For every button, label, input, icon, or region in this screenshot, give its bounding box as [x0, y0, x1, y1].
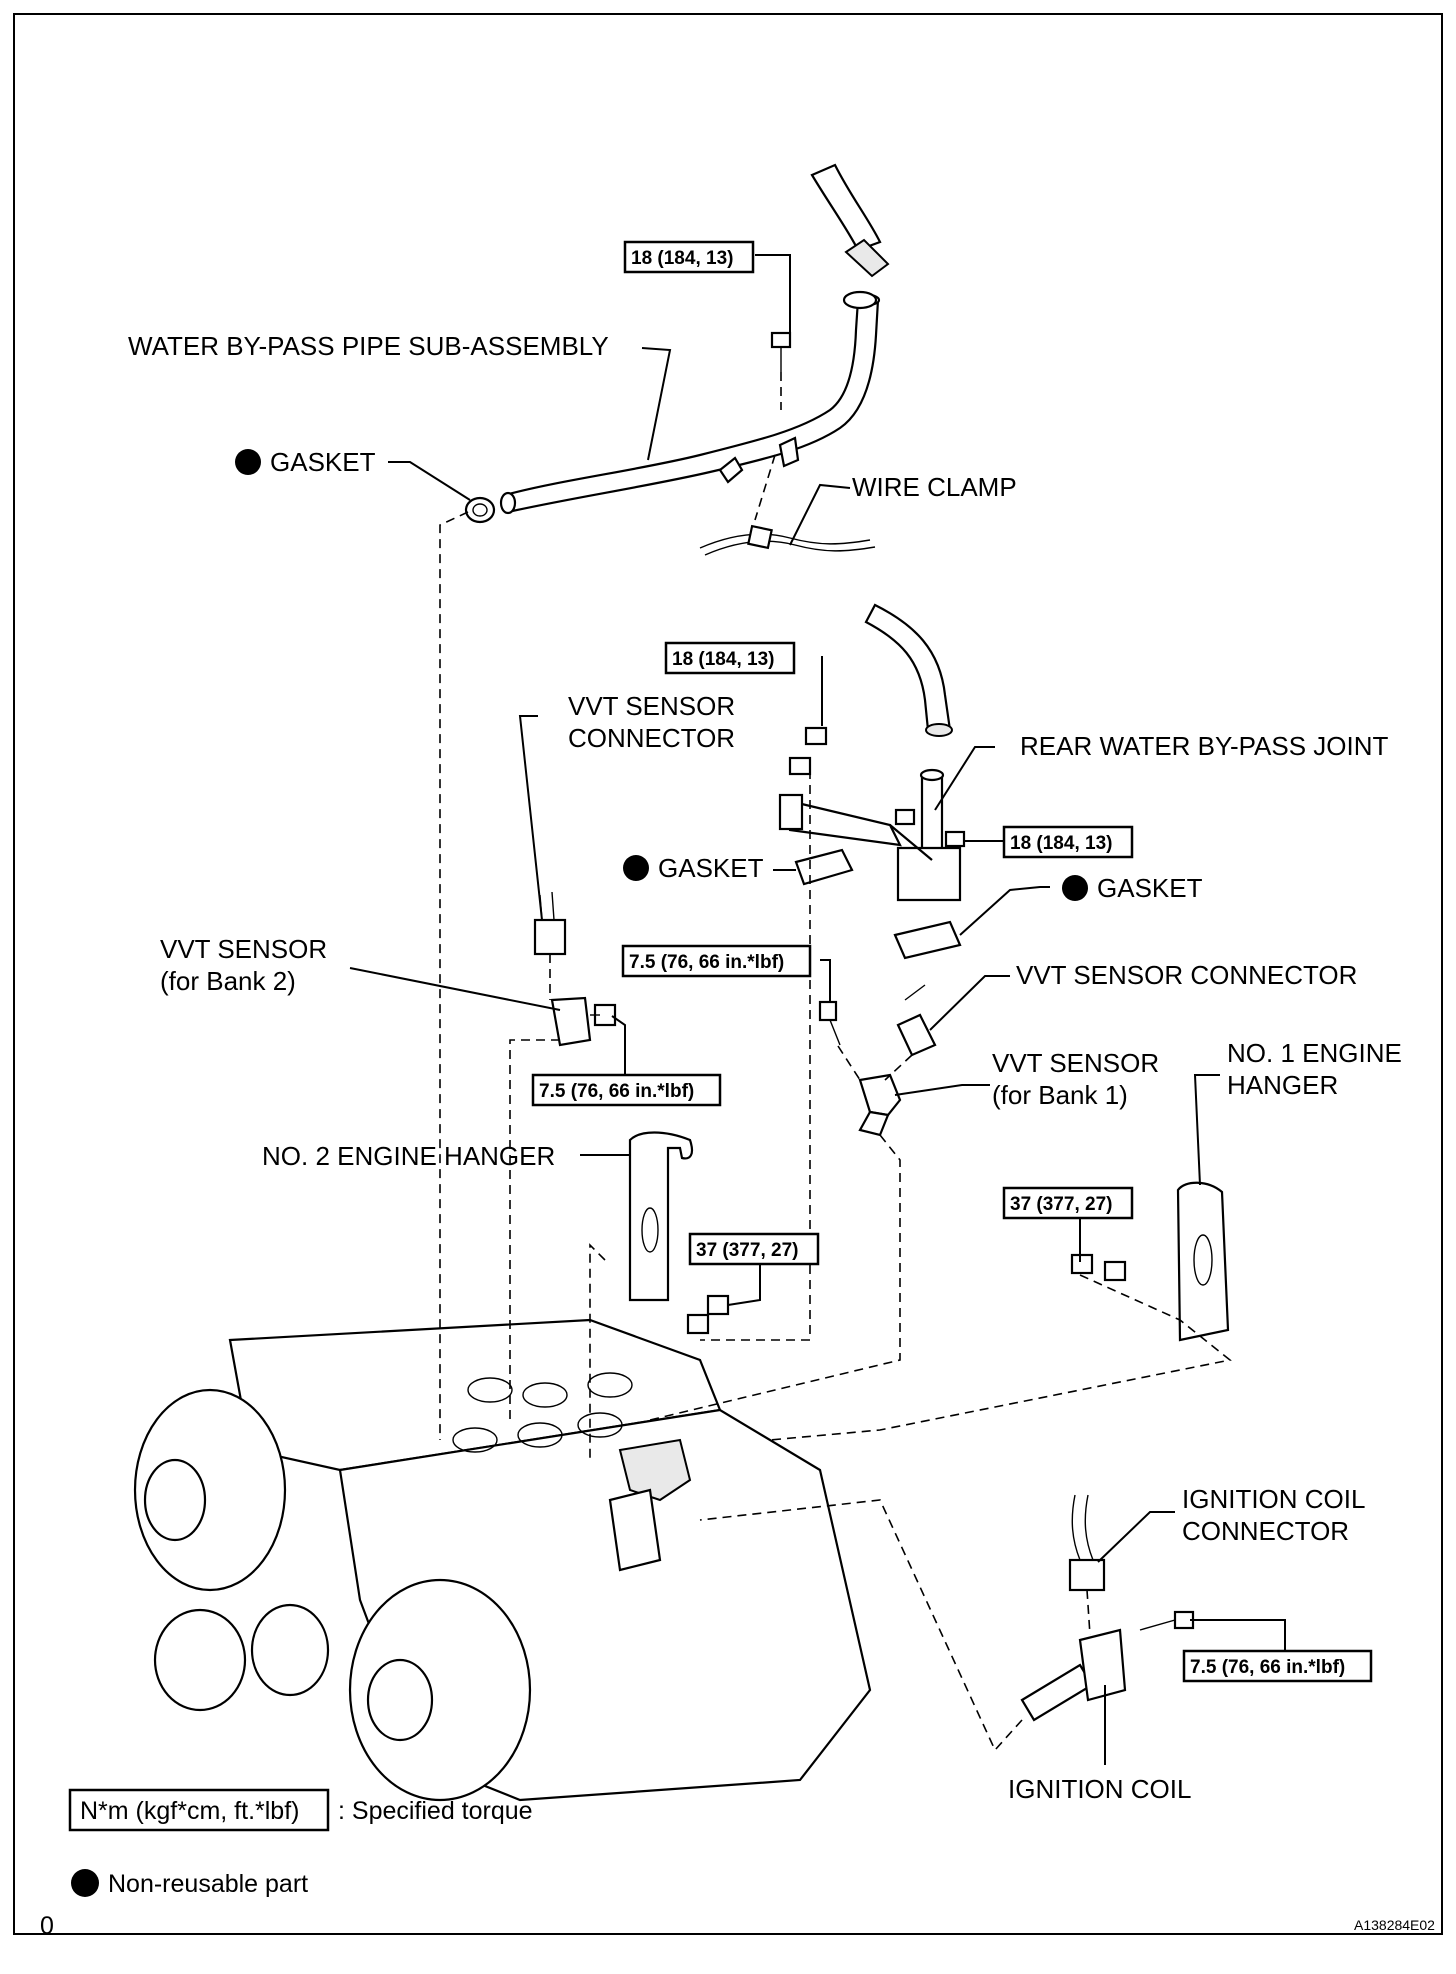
leader-lines	[349, 254, 1286, 1765]
torque-value: 7.5 (76, 66 in.*lbf)	[629, 952, 784, 973]
torque-value: 7.5 (76, 66 in.*lbf)	[539, 1081, 694, 1102]
label-ignition-coil: IGNITION COIL	[1008, 1774, 1191, 1804]
gasket-top	[464, 496, 496, 524]
gasket-mid-right	[893, 920, 962, 960]
label-ignition-coil-connector-2: CONNECTOR	[1182, 1516, 1349, 1546]
torque-box	[621, 944, 812, 978]
label-rear-water-bypass-joint: REAR WATER BY-PASS JOINT	[1020, 731, 1389, 761]
water-bypass-pipe-drawing	[499, 163, 890, 515]
label-vvt-connector-left-1: VVT SENSOR	[568, 691, 735, 721]
gasket-mid-left	[794, 848, 854, 886]
diagram-frame	[13, 13, 1443, 1935]
no1-hanger-bolts	[1070, 1253, 1127, 1282]
label-no2-hanger: NO. 2 ENGINE HANGER	[262, 1141, 555, 1171]
label-wire-clamp: WIRE CLAMP	[852, 472, 1017, 502]
ignition-coil-connector-drawing	[1068, 1494, 1106, 1592]
legend-nonreusable: Non-reusable part	[108, 1870, 308, 1898]
torque-box	[664, 641, 796, 675]
rear-joint-drawing	[778, 768, 962, 902]
torque-value: 18 (184, 13)	[672, 649, 774, 670]
ignition-coil-drawing	[1020, 1628, 1127, 1722]
torque-value: 18 (184, 13)	[1010, 833, 1112, 854]
no2-hanger-bolts	[686, 1294, 730, 1335]
bolt-top	[770, 331, 792, 372]
label-gasket-mid-left: GASKET	[658, 853, 764, 883]
label-vvt-connector-left-2: CONNECTOR	[568, 723, 735, 753]
figure-code: A138284E02	[1354, 1917, 1435, 1933]
legend: N*m (kgf*cm, ft.*lbf) : Specified torque…	[68, 1788, 533, 1898]
torque-value: 37 (377, 27)	[1010, 1194, 1112, 1215]
label-vvt-bank1-2: (for Bank 1)	[992, 1080, 1128, 1110]
label-water-bypass-pipe: WATER BY-PASS PIPE SUB-ASSEMBLY	[128, 331, 609, 361]
wire-clamp-drawing	[699, 524, 876, 556]
label-vvt-bank1-1: VVT SENSOR	[992, 1048, 1159, 1078]
ignition-coil-bolt	[1139, 1610, 1195, 1631]
torque-box	[623, 240, 755, 274]
label-gasket-top: GASKET	[270, 447, 376, 477]
legend-torque-box	[68, 1788, 330, 1832]
nonreusable-bullet-icon	[623, 855, 649, 881]
torque-boxes: 18 (184, 13) 18 (184, 13) 18 (184, 13) 7…	[531, 240, 1373, 1683]
label-vvt-connector-right: VVT SENSOR CONNECTOR	[1016, 960, 1357, 990]
engine-block-drawing	[133, 1318, 872, 1802]
vvt-sensor-bank2-drawing	[550, 996, 617, 1047]
rear-hose-drawing	[864, 603, 953, 737]
nonreusable-bullet-icon	[71, 1869, 99, 1897]
no2-engine-hanger-drawing	[628, 1131, 694, 1302]
torque-box	[1182, 1649, 1373, 1683]
footer-left-mark: 0	[40, 1912, 54, 1940]
torque-value: 18 (184, 13)	[631, 248, 733, 269]
vvt-connector-right-drawing	[896, 984, 937, 1057]
alignment-lines	[439, 372, 1232, 1752]
legend-torque-desc: : Specified torque	[338, 1797, 533, 1825]
label-gasket-mid-right: GASKET	[1097, 873, 1203, 903]
bolt-bank1-top	[818, 1000, 841, 1046]
vvt-sensor-bank1-drawing	[858, 1073, 902, 1137]
label-ignition-coil-connector-1: IGNITION COIL	[1182, 1484, 1365, 1514]
label-vvt-bank2-2: (for Bank 2)	[160, 966, 296, 996]
label-no1-hanger-1: NO. 1 ENGINE	[1227, 1038, 1402, 1068]
torque-box	[1002, 1186, 1134, 1220]
torque-value: 7.5 (76, 66 in.*lbf)	[1190, 1657, 1345, 1678]
label-no1-hanger-2: HANGER	[1227, 1070, 1338, 1100]
legend-torque-unit: N*m (kgf*cm, ft.*lbf)	[80, 1797, 299, 1825]
nonreusable-bullet-icon	[1062, 875, 1088, 901]
torque-value: 37 (377, 27)	[696, 1240, 798, 1261]
torque-box	[531, 1073, 722, 1107]
torque-box	[1002, 825, 1134, 859]
label-vvt-bank2-1: VVT SENSOR	[160, 934, 327, 964]
part-labels: WATER BY-PASS PIPE SUB-ASSEMBLY GASKET W…	[128, 331, 1402, 1804]
no1-engine-hanger-drawing	[1176, 1181, 1230, 1342]
torque-box	[688, 1232, 820, 1266]
rear-nuts	[788, 726, 966, 848]
nonreusable-bullet-icon	[235, 449, 261, 475]
